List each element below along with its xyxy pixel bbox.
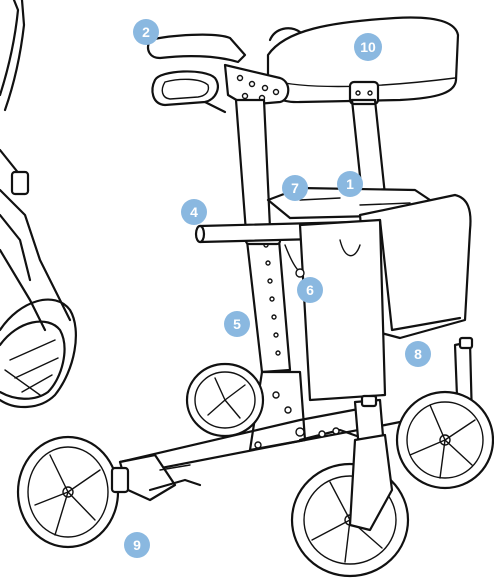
callout-4-label: 4 — [190, 204, 198, 220]
shopping-bag — [300, 195, 470, 400]
callout-7-label: 7 — [291, 180, 299, 196]
callout-4: 4 — [181, 199, 207, 225]
callout-2: 2 — [133, 19, 159, 45]
callout-10: 10 — [354, 33, 382, 61]
callout-8-label: 8 — [414, 346, 422, 362]
callout-8: 8 — [405, 341, 431, 367]
rear-left-wheel — [187, 364, 263, 436]
callout-2-label: 2 — [142, 24, 150, 40]
callout-10-label: 10 — [360, 39, 376, 55]
callout-6: 6 — [297, 277, 323, 303]
front-left-wheel — [18, 437, 128, 547]
backrest-cushion — [268, 18, 458, 104]
front-right-wheel — [292, 435, 408, 576]
callout-5: 5 — [224, 311, 250, 337]
callout-9: 9 — [124, 532, 150, 558]
cropped-rollator-fragment — [0, 0, 76, 407]
callout-9-label: 9 — [133, 537, 141, 553]
callout-1: 1 — [337, 171, 363, 197]
callout-1-label: 1 — [346, 176, 354, 192]
callout-6-label: 6 — [306, 282, 314, 298]
callout-7: 7 — [282, 175, 308, 201]
rear-right-wheel — [397, 392, 493, 488]
callout-5-label: 5 — [233, 316, 241, 332]
